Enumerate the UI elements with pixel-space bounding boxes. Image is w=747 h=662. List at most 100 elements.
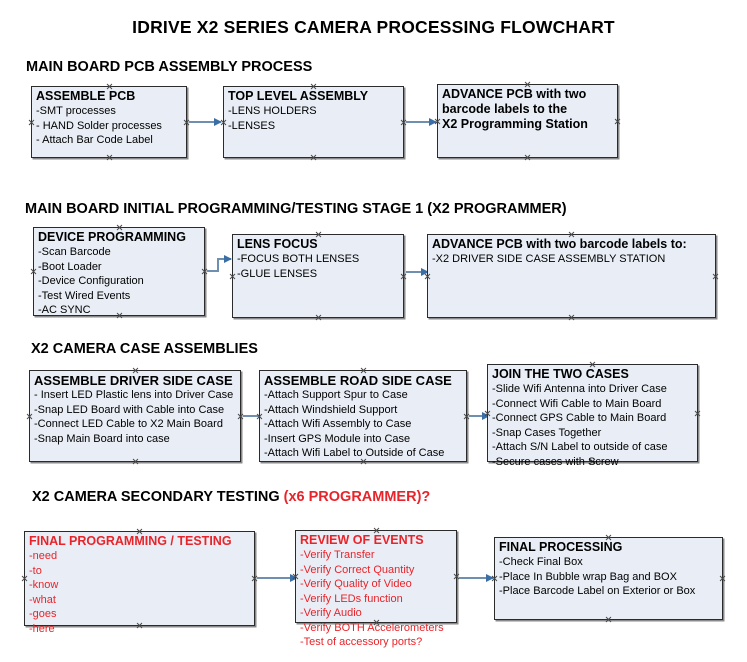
- box-line: -know: [29, 579, 59, 591]
- arrow-s4-2: [459, 574, 494, 582]
- box-line: -Verify Correct Quantity: [300, 563, 415, 576]
- box-assemble-pcb[interactable]: ASSEMBLE PCB -SMT processes - HAND Solde…: [31, 86, 187, 158]
- box-line: -what: [29, 593, 56, 606]
- box-line: -Connect LED Cable to X2 Main Board: [34, 418, 223, 430]
- box-top-level-assembly[interactable]: TOP LEVEL ASSEMBLY -LENS HOLDERS -LENSES: [223, 86, 404, 158]
- resize-handle-left-icon[interactable]: [229, 273, 236, 280]
- box-review-of-events[interactable]: REVIEW OF EVENTS -Verify Transfer -Verif…: [295, 530, 457, 648]
- box-line: -Verify Transfer: [300, 549, 375, 561]
- box-line: -Boot Loader: [38, 260, 102, 273]
- section-header-1: MAIN BOARD PCB ASSEMBLY PROCESS: [26, 59, 312, 75]
- section-header-2: MAIN BOARD INITIAL PROGRAMMING/TESTING S…: [25, 201, 567, 217]
- resize-handle-left-icon[interactable]: [30, 268, 37, 275]
- arrow-s2-1: [207, 255, 232, 272]
- resize-handle-left-icon[interactable]: [28, 119, 35, 126]
- box-line: -Verify Audio: [300, 607, 362, 619]
- box-line: -Slide Wifi Antenna into Driver Case: [492, 383, 667, 395]
- box-line: -Verify BOTH Accelerometers: [300, 621, 444, 634]
- page-title: IDRIVE X2 SERIES CAMERA PROCESSING FLOWC…: [132, 17, 615, 37]
- box-line: -Attach Support Spur to Case: [264, 389, 408, 401]
- box-line: -Connect GPS Cable to Main Board: [492, 412, 667, 424]
- box-title: REVIEW OF EVENTS: [300, 533, 424, 547]
- box-advance-pcb-driver-station[interactable]: ADVANCE PCB with two barcode labels to: …: [427, 234, 716, 318]
- resize-handle-right-icon[interactable]: [712, 273, 719, 280]
- box-line: -Attach Windshield Support: [264, 403, 398, 416]
- resize-handle-bottom-icon[interactable]: [315, 314, 322, 321]
- resize-handle-left-icon[interactable]: [26, 413, 33, 420]
- box-line: -Attach Wifi Label to Outside of Case: [264, 447, 445, 459]
- box-line: -here: [29, 622, 55, 635]
- box-final-processing[interactable]: FINAL PROCESSING -Check Final Box -Place…: [494, 537, 723, 620]
- box-assemble-driver-side-case[interactable]: ASSEMBLE DRIVER SIDE CASE - Insert LED P…: [29, 370, 241, 462]
- box-title: ASSEMBLE PCB: [36, 89, 136, 103]
- resize-handle-right-icon[interactable]: [694, 410, 701, 417]
- box-title: FINAL PROGRAMMING / TESTING: [29, 534, 232, 548]
- box-line: - Insert LED Plastic lens into Driver Ca…: [34, 389, 234, 401]
- box-line: -Verify Quality of Video: [300, 578, 412, 590]
- box-line: -Scan Barcode: [38, 246, 111, 258]
- section-header-4: X2 CAMERA SECONDARY TESTING (x6 PROGRAMM…: [32, 489, 430, 505]
- arrow-s1-1: [189, 118, 222, 126]
- box-line: -FOCUS BOTH LENSES: [237, 253, 360, 265]
- box-line: -X2 DRIVER SIDE CASE ASSEMBLY STATION: [432, 253, 666, 265]
- box-title: ADVANCE PCB with two barcode labels to:: [432, 237, 687, 251]
- box-line: -Connect Wifi Cable to Main Board: [492, 397, 662, 410]
- resize-handle-bottom-icon[interactable]: [524, 154, 531, 161]
- section-header-4-text: X2 CAMERA SECONDARY TESTING: [32, 489, 284, 505]
- box-line: -LENS HOLDERS: [228, 105, 317, 117]
- arrow-s3-2: [469, 412, 490, 420]
- resize-handle-right-icon[interactable]: [614, 118, 621, 125]
- box-assemble-road-side-case[interactable]: ASSEMBLE ROAD SIDE CASE -Attach Support …: [259, 370, 467, 462]
- box-title-line3: X2 Programming Station: [442, 117, 588, 131]
- box-line: -Verify LEDs function: [300, 592, 403, 605]
- box-line: - HAND Solder processes: [36, 119, 162, 132]
- box-title: ASSEMBLE DRIVER SIDE CASE: [34, 373, 233, 388]
- section-header-3-text: X2 CAMERA CASE ASSEMBLIES: [31, 341, 258, 357]
- box-join-the-two-cases[interactable]: JOIN THE TWO CASES -Slide Wifi Antenna i…: [487, 364, 701, 468]
- section-header-3: X2 CAMERA CASE ASSEMBLIES: [31, 341, 258, 357]
- box-advance-pcb-x2-station[interactable]: ADVANCE PCB with two barcode labels to t…: [437, 84, 618, 158]
- box-line: -need: [29, 550, 58, 562]
- arrow-s4-1: [257, 574, 298, 582]
- resize-handle-bottom-icon[interactable]: [605, 616, 612, 623]
- box-line: - Attach Bar Code Label: [36, 134, 153, 146]
- resize-handle-right-icon[interactable]: [719, 575, 726, 582]
- box-line: -Place Barcode Label on Exterior or Box: [499, 585, 696, 597]
- resize-handle-left-icon[interactable]: [21, 575, 28, 582]
- box-line-overflow: -Test of accessory ports?: [300, 636, 423, 648]
- section-header-1-text: MAIN BOARD PCB ASSEMBLY PROCESS: [26, 59, 313, 75]
- box-line: -GLUE LENSES: [237, 267, 318, 280]
- box-title: FINAL PROCESSING: [499, 540, 623, 554]
- box-line: -Snap Main Board into case: [34, 432, 170, 445]
- arrow-s2-2: [406, 268, 429, 276]
- box-title: ADVANCE PCB with two: [442, 87, 587, 101]
- arrow-s1-2: [406, 118, 437, 126]
- section-header-4-accent: (x6 PROGRAMMER)?: [283, 489, 431, 505]
- resize-handle-right-icon[interactable]: [400, 273, 407, 280]
- box-title: JOIN THE TWO CASES: [492, 367, 629, 381]
- box-lens-focus[interactable]: LENS FOCUS -FOCUS BOTH LENSES -GLUE LENS…: [232, 234, 404, 318]
- box-line: -goes: [29, 608, 57, 620]
- box-line: -Snap LED Board with Cable into Case: [34, 403, 225, 416]
- box-final-programming-testing[interactable]: FINAL PROGRAMMING / TESTING -need -to -k…: [21, 531, 255, 635]
- box-title-line2: barcode labels to the: [442, 102, 568, 116]
- box-device-programming[interactable]: DEVICE PROGRAMMING -Scan Barcode -Boot L…: [33, 227, 205, 316]
- box-line: -Secure cases with Screw: [492, 455, 619, 468]
- box-line: -Insert GPS Module into Case: [264, 432, 411, 445]
- box-line: -Device Configuration: [38, 275, 144, 287]
- resize-handle-bottom-icon[interactable]: [132, 458, 139, 465]
- resize-handle-bottom-icon[interactable]: [568, 314, 575, 321]
- box-line: -Check Final Box: [499, 556, 583, 568]
- section-header-2-text: MAIN BOARD INITIAL PROGRAMMING/TESTING S…: [25, 201, 567, 217]
- box-line: -SMT processes: [36, 105, 116, 117]
- box-line: -Attach Wifi Assembly to Case: [264, 418, 412, 430]
- box-line: -LENSES: [228, 119, 276, 132]
- box-line: -Attach S/N Label to outside of case: [492, 441, 668, 453]
- box-title: DEVICE PROGRAMMING: [38, 230, 186, 244]
- box-title: TOP LEVEL ASSEMBLY: [228, 89, 369, 103]
- resize-handle-bottom-icon[interactable]: [310, 154, 317, 161]
- resize-handle-bottom-icon[interactable]: [106, 154, 113, 161]
- box-line: -Place In Bubble wrap Bag and BOX: [499, 570, 677, 583]
- box-title: LENS FOCUS: [237, 237, 318, 251]
